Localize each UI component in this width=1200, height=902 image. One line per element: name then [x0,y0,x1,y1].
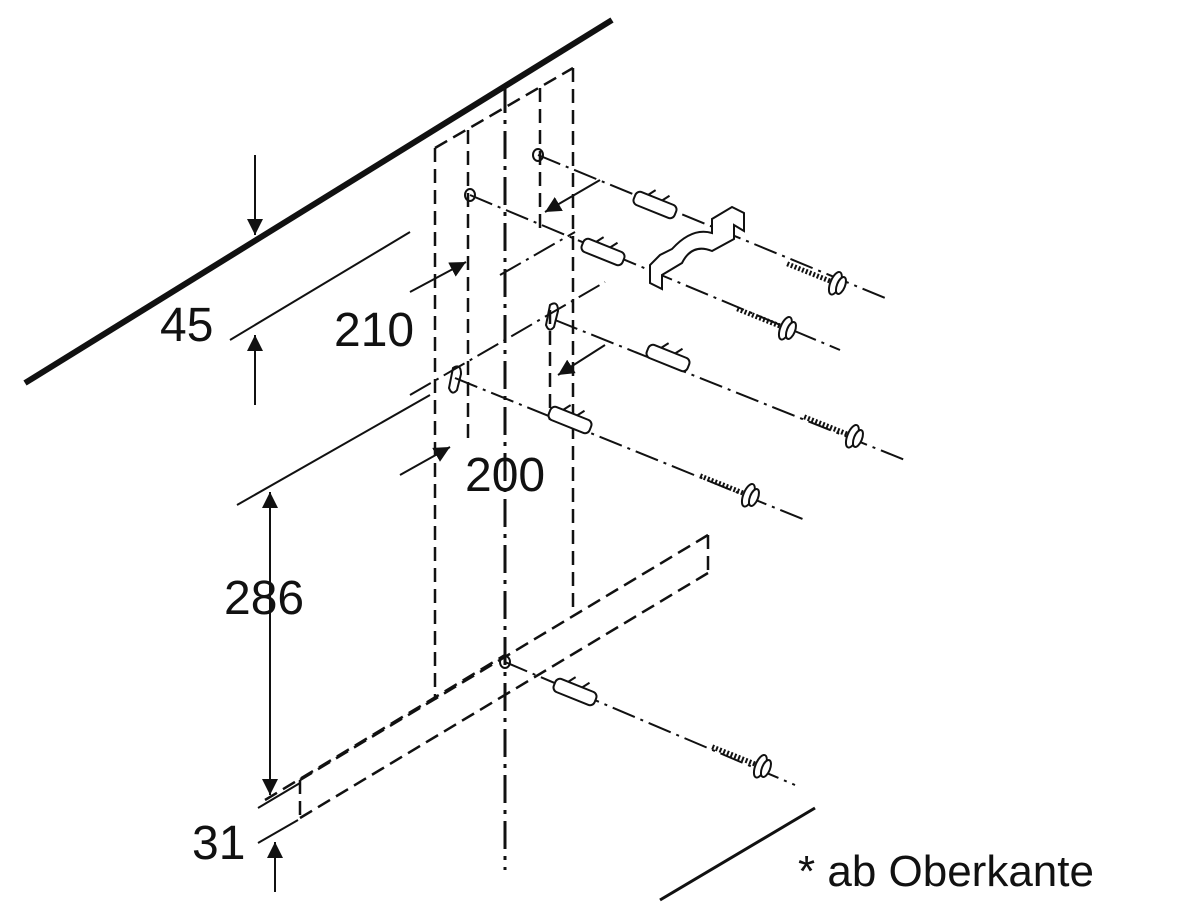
label-31: 31 [192,817,246,870]
label-45: 45 [160,299,214,352]
dimension-45 [229,155,411,405]
label-210: 210 [334,304,415,357]
hood-outline [264,66,710,820]
mounting-bracket [649,205,745,291]
dimension-210 [409,179,601,293]
reference-note: * ab Oberkante [798,847,1094,896]
screws [699,261,864,779]
mounting-holes [447,148,560,669]
bottom-edge [659,806,816,902]
dimension-286 [236,394,431,809]
wall-plugs [547,189,691,707]
label-200: 200 [465,449,546,502]
label-286: 286 [224,572,305,625]
dimension-200 [399,344,606,476]
ceiling-edge [23,17,614,386]
dimension-31 [257,819,299,892]
